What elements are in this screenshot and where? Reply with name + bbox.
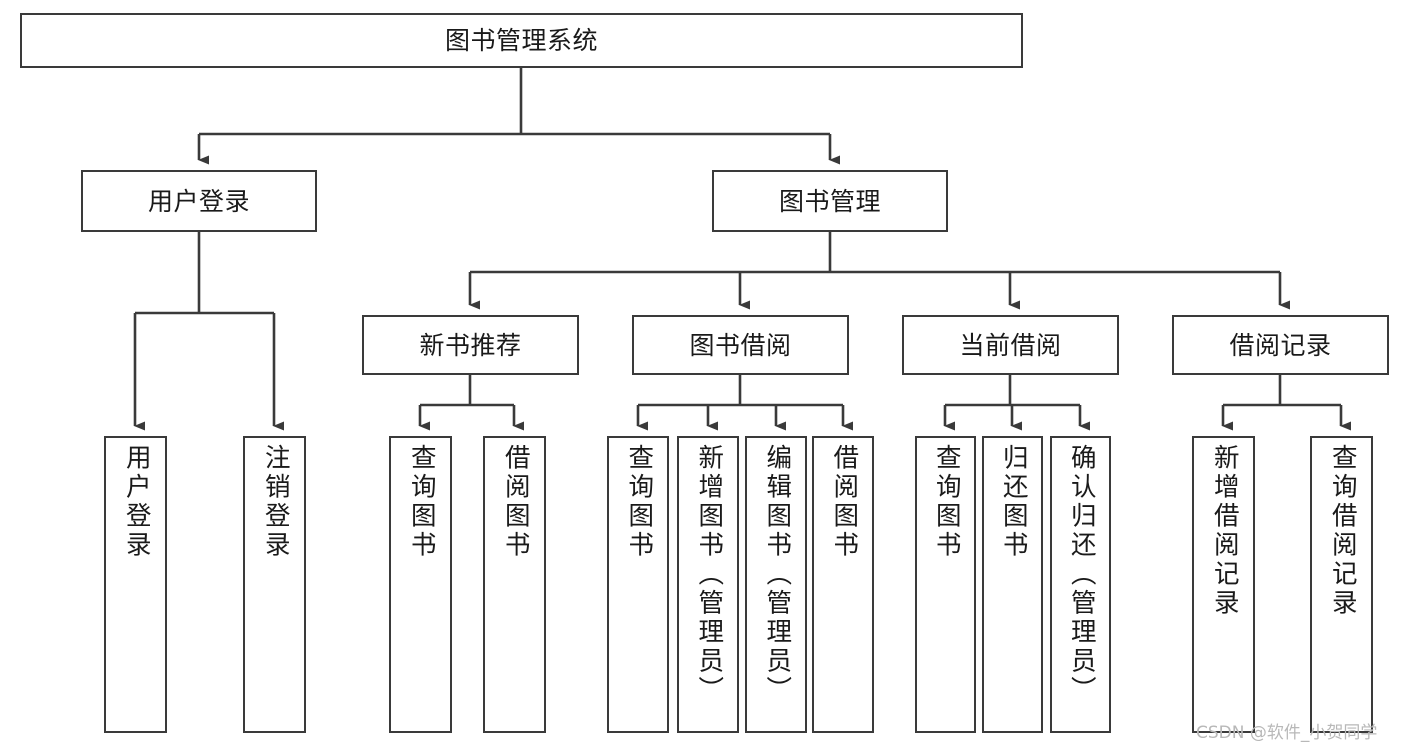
node-leaf-query-book-recommend[interactable]: 查询图书 bbox=[389, 436, 452, 733]
node-leaf-query-book-borrow-label: 查询图书 bbox=[623, 444, 654, 560]
node-borrow-record-label: 借阅记录 bbox=[1229, 330, 1332, 360]
node-leaf-borrow-book-recommend[interactable]: 借阅图书 bbox=[483, 436, 546, 733]
node-user-login[interactable]: 用户登录 bbox=[81, 170, 317, 232]
node-leaf-confirm-return-admin-label: 确认归还（管理员） bbox=[1066, 444, 1097, 705]
node-borrow-record[interactable]: 借阅记录 bbox=[1172, 315, 1389, 375]
node-leaf-logout-label: 注销登录 bbox=[260, 444, 291, 560]
node-leaf-confirm-return-admin[interactable]: 确认归还（管理员） bbox=[1050, 436, 1111, 733]
node-leaf-edit-book-admin-label: 编辑图书（管理员） bbox=[761, 444, 792, 705]
node-current-borrow[interactable]: 当前借阅 bbox=[902, 315, 1119, 375]
node-leaf-borrow-book-recommend-label: 借阅图书 bbox=[500, 444, 531, 560]
node-leaf-query-book-borrow[interactable]: 查询图书 bbox=[607, 436, 669, 733]
node-book-borrow-label: 图书借阅 bbox=[689, 330, 792, 360]
node-leaf-add-borrow-record[interactable]: 新增借阅记录 bbox=[1192, 436, 1255, 733]
node-user-login-label: 用户登录 bbox=[147, 186, 250, 216]
node-leaf-query-book-current[interactable]: 查询图书 bbox=[915, 436, 976, 733]
node-leaf-borrow-book-label: 借阅图书 bbox=[828, 444, 859, 560]
node-book-management[interactable]: 图书管理 bbox=[712, 170, 948, 232]
node-root[interactable]: 图书管理系统 bbox=[20, 13, 1023, 68]
csdn-watermark: CSDN @软件_小贺同学 bbox=[1196, 723, 1378, 743]
node-leaf-add-book-admin[interactable]: 新增图书（管理员） bbox=[677, 436, 739, 733]
node-leaf-logout[interactable]: 注销登录 bbox=[243, 436, 306, 733]
node-leaf-query-book-recommend-label: 查询图书 bbox=[406, 444, 437, 560]
node-leaf-borrow-book[interactable]: 借阅图书 bbox=[812, 436, 874, 733]
node-leaf-query-borrow-record[interactable]: 查询借阅记录 bbox=[1310, 436, 1373, 733]
node-leaf-add-book-admin-label: 新增图书（管理员） bbox=[693, 444, 724, 705]
node-root-label: 图书管理系统 bbox=[444, 26, 598, 55]
node-leaf-user-login[interactable]: 用户登录 bbox=[104, 436, 167, 733]
node-book-management-label: 图书管理 bbox=[778, 186, 881, 216]
node-leaf-user-login-label: 用户登录 bbox=[121, 444, 152, 560]
node-leaf-return-book[interactable]: 归还图书 bbox=[982, 436, 1043, 733]
node-leaf-return-book-label: 归还图书 bbox=[998, 444, 1029, 560]
node-new-book-recommend-label: 新书推荐 bbox=[419, 330, 522, 360]
node-leaf-query-borrow-record-label: 查询借阅记录 bbox=[1327, 444, 1358, 618]
node-leaf-query-book-current-label: 查询图书 bbox=[931, 444, 962, 560]
node-leaf-edit-book-admin[interactable]: 编辑图书（管理员） bbox=[745, 436, 807, 733]
node-leaf-add-borrow-record-label: 新增借阅记录 bbox=[1209, 444, 1240, 618]
node-new-book-recommend[interactable]: 新书推荐 bbox=[362, 315, 579, 375]
node-current-borrow-label: 当前借阅 bbox=[959, 330, 1062, 360]
node-book-borrow[interactable]: 图书借阅 bbox=[632, 315, 849, 375]
